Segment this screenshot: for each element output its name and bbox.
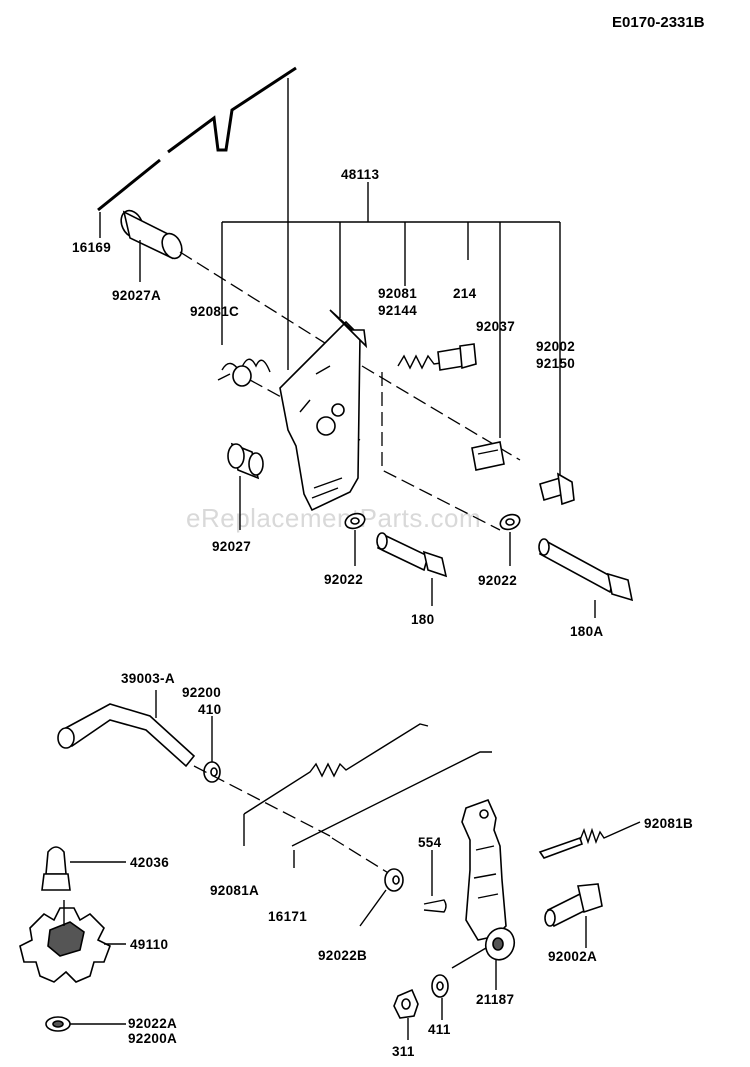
label-411: 411 <box>428 1022 451 1037</box>
label-92037: 92037 <box>476 319 515 334</box>
label-21187: 21187 <box>476 992 514 1007</box>
label-92081C: 92081C <box>190 304 239 319</box>
pivot-21187 <box>484 927 516 990</box>
label-92150: 92150 <box>536 356 575 371</box>
label-92081A: 92081A <box>210 883 259 898</box>
label-92081B: 92081B <box>644 816 693 831</box>
label-311: 311 <box>392 1044 415 1059</box>
cap-42036 <box>41 846 126 891</box>
label-92022-left: 92022 <box>324 572 363 587</box>
rod-16171 <box>291 751 492 868</box>
label-92027: 92027 <box>212 539 251 554</box>
control-lever <box>461 798 507 941</box>
clip-92037 <box>471 441 505 471</box>
label-92144: 92144 <box>378 303 417 318</box>
label-39003A: 39003-A <box>121 671 175 686</box>
label-48113: 48113 <box>341 167 379 182</box>
label-92200A: 92200A <box>128 1031 177 1046</box>
spring-92081B <box>538 821 641 859</box>
watermark: eReplacementParts.com <box>186 503 481 533</box>
label-92081: 92081 <box>378 286 417 301</box>
bolt-180A <box>538 538 634 618</box>
pin-92081 <box>397 354 449 370</box>
washer-92022-right <box>499 513 521 566</box>
nut-311 <box>393 988 419 1040</box>
spring-92081C <box>217 358 271 387</box>
label-554: 554 <box>418 835 442 850</box>
label-49110: 49110 <box>130 937 168 952</box>
label-16169: 16169 <box>72 240 111 255</box>
bolt-214 <box>437 343 477 371</box>
label-214: 214 <box>453 286 477 301</box>
label-42036: 42036 <box>130 855 169 870</box>
washer-92022A <box>45 1016 126 1032</box>
label-92002: 92002 <box>536 339 575 354</box>
lever-39003A <box>57 690 196 768</box>
label-180: 180 <box>411 612 434 627</box>
label-92022A: 92022A <box>128 1016 177 1031</box>
plate-48113 <box>279 309 368 512</box>
spring-92081A <box>243 723 429 846</box>
label-92002A: 92002A <box>548 949 597 964</box>
label-180A: 180A <box>570 624 603 639</box>
diagram-code: E0170-2331B <box>612 14 705 31</box>
label-16171: 16171 <box>268 909 307 924</box>
bolt-180 <box>376 532 448 606</box>
washer-92022-left <box>344 512 366 566</box>
washer-411 <box>431 974 449 1020</box>
label-92027A: 92027A <box>112 288 161 303</box>
collar-92027 <box>227 442 264 530</box>
cotter-pin-554 <box>423 850 447 913</box>
collar-92027A <box>120 209 183 260</box>
label-92200: 92200 <box>182 685 221 700</box>
washer-92022B <box>359 868 404 927</box>
rod-16169 <box>97 66 297 212</box>
bolt-92002 <box>539 472 575 506</box>
label-92022B: 92022B <box>318 948 367 963</box>
bolt-92002A <box>544 883 603 948</box>
label-92022-right: 92022 <box>478 573 517 588</box>
label-410: 410 <box>198 702 221 717</box>
gear-49110 <box>19 900 126 983</box>
